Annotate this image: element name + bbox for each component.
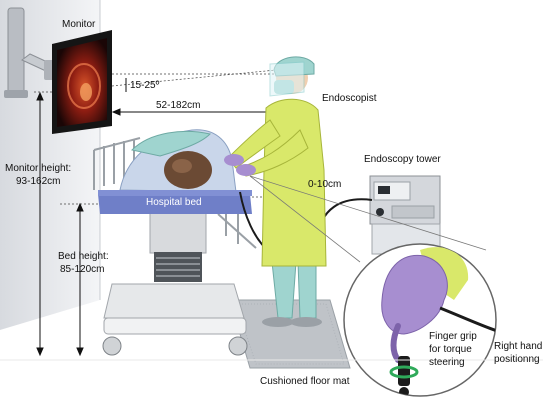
finger-grip-line3: steering: [429, 357, 465, 368]
endoscopy-tower: [369, 175, 441, 255]
distance-label: 52-182cm: [156, 100, 201, 111]
endoscopist: [224, 56, 327, 327]
monitor-height-label: Monitor height:: [5, 163, 72, 174]
bed-pad: [98, 190, 252, 214]
patient: [119, 129, 237, 193]
monitor: [52, 30, 112, 134]
floor-mat-label: Cushioned floor mat: [260, 376, 350, 387]
inset-hand-detail: [343, 243, 497, 397]
hospital-bed-label: Hospital bed: [146, 197, 202, 208]
monitor-label: Monitor: [62, 19, 96, 30]
right-hand-line1: Right hand: [494, 341, 543, 352]
monitor-height-value: 93-162cm: [16, 176, 61, 187]
right-hand-line2: positionng: [494, 354, 540, 365]
endoscopist-label: Endoscopist: [322, 93, 377, 104]
finger-grip-line2: for torque: [429, 344, 472, 355]
finger-grip-line1: Finger grip: [429, 331, 477, 342]
bed-height-label: Bed height:: [58, 251, 109, 262]
gap-label: 0-10cm: [308, 179, 342, 190]
bed-height-value: 85-120cm: [60, 264, 105, 275]
endoscopy-tower-label: Endoscopy tower: [364, 154, 441, 165]
monitor-angle-label: 15-25º: [130, 80, 160, 91]
zoom-lines: [249, 175, 487, 263]
